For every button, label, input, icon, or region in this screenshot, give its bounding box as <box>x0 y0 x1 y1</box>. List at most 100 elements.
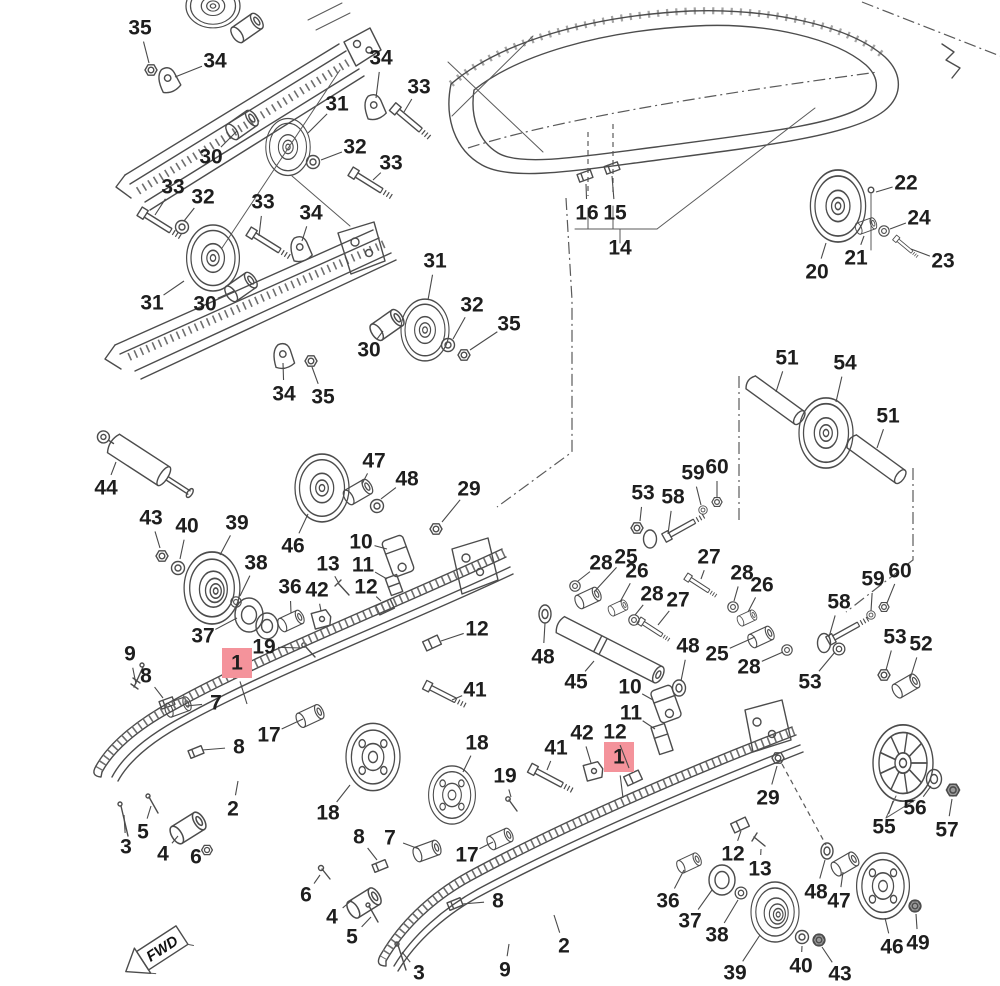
part-callout-34-2[interactable]: 34 <box>369 47 393 70</box>
part-callout-59-55[interactable]: 59 <box>681 462 704 485</box>
part-callout-7-108[interactable]: 7 <box>384 827 396 850</box>
part-callout-9-115[interactable]: 9 <box>499 959 511 982</box>
part-callout-10-39[interactable]: 10 <box>349 531 372 554</box>
part-callout-53-53[interactable]: 53 <box>631 482 654 505</box>
part-callout-35-0[interactable]: 35 <box>128 17 152 40</box>
part-callout-39-88[interactable]: 39 <box>723 962 746 985</box>
part-callout-9-48[interactable]: 9 <box>124 643 136 666</box>
part-callout-37-86[interactable]: 37 <box>678 910 701 933</box>
part-callout-13-41[interactable]: 13 <box>316 553 339 576</box>
part-callout-30-13[interactable]: 30 <box>193 293 216 316</box>
part-callout-30-5[interactable]: 30 <box>199 146 222 169</box>
part-callout-47-92[interactable]: 47 <box>827 890 850 913</box>
part-callout-32-18[interactable]: 32 <box>460 294 483 317</box>
part-callout-47-36[interactable]: 47 <box>362 450 385 473</box>
part-callout-51-28[interactable]: 51 <box>775 347 799 370</box>
part-callout-42-44[interactable]: 42 <box>305 579 328 602</box>
part-callout-22-23[interactable]: 22 <box>894 172 917 195</box>
part-callout-28-57[interactable]: 28 <box>589 552 613 575</box>
part-callout-12-79[interactable]: 12 <box>603 721 626 744</box>
part-callout-49-94[interactable]: 49 <box>906 932 929 955</box>
part-callout-34-11[interactable]: 34 <box>299 202 323 225</box>
part-callout-19-47[interactable]: 19 <box>252 636 275 659</box>
highlighted-part-callout-1-1[interactable]: 1 <box>613 746 625 769</box>
highlighted-part-callout-1-0[interactable]: 1 <box>231 652 243 675</box>
part-callout-5-112[interactable]: 5 <box>346 926 358 949</box>
part-callout-51-30[interactable]: 51 <box>876 405 900 428</box>
part-callout-40-89[interactable]: 40 <box>789 955 812 978</box>
part-callout-13-84[interactable]: 13 <box>748 858 771 881</box>
part-callout-55-95[interactable]: 55 <box>872 816 896 839</box>
part-callout-38-40[interactable]: 38 <box>244 552 268 575</box>
part-callout-33-3[interactable]: 33 <box>407 76 430 99</box>
part-callout-20-27[interactable]: 20 <box>805 261 828 284</box>
part-callout-58-73[interactable]: 58 <box>827 591 851 614</box>
part-callout-31-4[interactable]: 31 <box>325 93 349 116</box>
part-callout-8-107[interactable]: 8 <box>353 826 365 849</box>
part-callout-31-17[interactable]: 31 <box>423 250 447 273</box>
part-callout-24-24[interactable]: 24 <box>907 207 931 230</box>
part-callout-26-64[interactable]: 26 <box>750 574 773 597</box>
part-callout-16-20[interactable]: 16 <box>575 202 598 225</box>
part-callout-33-7[interactable]: 33 <box>379 152 402 175</box>
part-callout-6-110[interactable]: 6 <box>300 884 312 907</box>
part-callout-12-83[interactable]: 12 <box>721 843 744 866</box>
part-callout-7-50[interactable]: 7 <box>210 692 222 715</box>
part-callout-28-66[interactable]: 28 <box>737 656 761 679</box>
part-callout-18-106[interactable]: 18 <box>465 732 489 755</box>
part-callout-36-85[interactable]: 36 <box>656 890 679 913</box>
part-callout-4-103[interactable]: 4 <box>157 843 169 866</box>
part-callout-58-54[interactable]: 58 <box>661 486 685 509</box>
part-callout-8-99[interactable]: 8 <box>233 736 245 759</box>
part-callout-4-111[interactable]: 4 <box>326 906 338 929</box>
part-callout-29-82[interactable]: 29 <box>756 787 779 810</box>
part-callout-28-63[interactable]: 28 <box>730 562 754 585</box>
part-callout-52-75[interactable]: 52 <box>909 633 932 656</box>
part-callout-29-38[interactable]: 29 <box>457 478 480 501</box>
part-callout-17-109[interactable]: 17 <box>455 844 478 867</box>
part-callout-41-80[interactable]: 41 <box>544 737 568 760</box>
part-callout-46-93[interactable]: 46 <box>880 936 903 959</box>
part-callout-8-114[interactable]: 8 <box>492 890 504 913</box>
part-callout-54-29[interactable]: 54 <box>833 352 857 375</box>
part-callout-60-56[interactable]: 60 <box>705 456 728 479</box>
part-callout-32-6[interactable]: 32 <box>343 136 366 159</box>
part-callout-2-100[interactable]: 2 <box>227 798 239 821</box>
part-callout-30-16[interactable]: 30 <box>357 339 380 362</box>
part-callout-43-32[interactable]: 43 <box>139 507 162 530</box>
part-callout-8-49[interactable]: 8 <box>140 665 152 688</box>
part-callout-25-65[interactable]: 25 <box>705 643 729 666</box>
part-callout-28-60[interactable]: 28 <box>640 583 664 606</box>
part-callout-15-21[interactable]: 15 <box>603 202 627 225</box>
part-callout-5-102[interactable]: 5 <box>137 821 149 844</box>
part-callout-44-31[interactable]: 44 <box>94 477 118 500</box>
part-callout-46-35[interactable]: 46 <box>281 535 304 558</box>
part-callout-60-72[interactable]: 60 <box>888 560 911 583</box>
part-callout-11-42[interactable]: 11 <box>352 554 375 577</box>
part-callout-57-97[interactable]: 57 <box>935 819 958 842</box>
part-callout-27-61[interactable]: 27 <box>666 589 689 612</box>
part-callout-12-45[interactable]: 12 <box>354 576 377 599</box>
part-callout-19-81[interactable]: 19 <box>493 765 516 788</box>
part-callout-40-33[interactable]: 40 <box>175 515 198 538</box>
part-callout-12-51[interactable]: 12 <box>465 618 488 641</box>
part-callout-53-74[interactable]: 53 <box>883 626 906 649</box>
part-callout-39-34[interactable]: 39 <box>225 512 248 535</box>
part-callout-36-43[interactable]: 36 <box>278 576 301 599</box>
highlighted-part-box-0[interactable] <box>222 648 252 678</box>
part-callout-14-22[interactable]: 14 <box>608 237 632 260</box>
part-callout-27-62[interactable]: 27 <box>697 546 720 569</box>
part-callout-37-46[interactable]: 37 <box>191 625 214 648</box>
part-callout-21-25[interactable]: 21 <box>844 247 868 270</box>
part-callout-3-101[interactable]: 3 <box>120 836 132 859</box>
part-callout-43-90[interactable]: 43 <box>828 963 851 986</box>
part-callout-38-87[interactable]: 38 <box>705 924 729 947</box>
part-callout-59-71[interactable]: 59 <box>861 568 884 591</box>
part-callout-56-96[interactable]: 56 <box>903 797 926 820</box>
part-callout-18-105[interactable]: 18 <box>316 802 340 825</box>
part-callout-45-68[interactable]: 45 <box>564 671 588 694</box>
part-callout-48-37[interactable]: 48 <box>395 468 419 491</box>
part-callout-26-59[interactable]: 26 <box>625 560 648 583</box>
part-callout-48-91[interactable]: 48 <box>804 881 828 904</box>
part-callout-41-52[interactable]: 41 <box>463 679 487 702</box>
